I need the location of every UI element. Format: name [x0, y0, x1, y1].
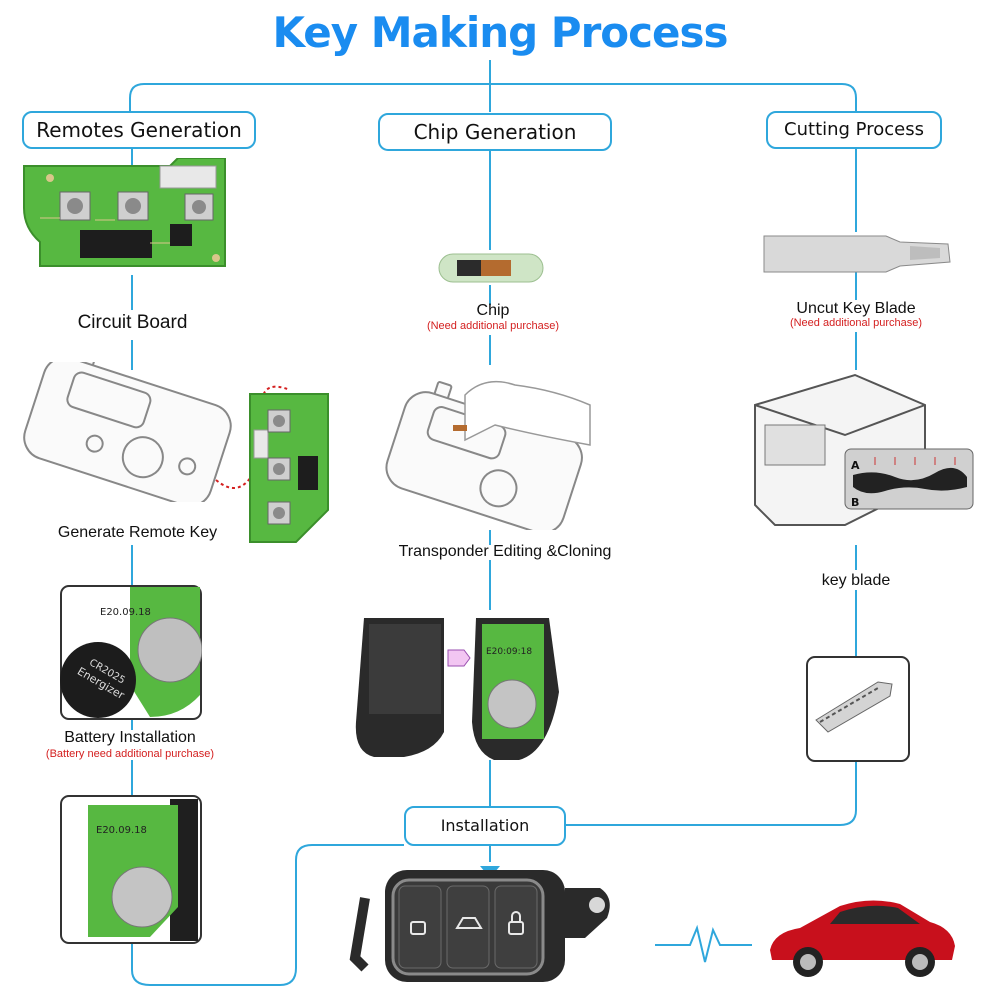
chip-programmer-device [385, 380, 591, 530]
circuit-board-image [23, 158, 226, 267]
unlock-icon [410, 921, 426, 935]
remotes-line [131, 148, 404, 986]
red-car-image [770, 900, 955, 977]
circuit-board-label: Circuit Board [77, 312, 188, 333]
cut-track-a-label: A [851, 459, 860, 472]
hand-outline [464, 380, 591, 446]
chip-generation-header: Chip Generation [378, 113, 612, 151]
lock-icon [508, 921, 524, 935]
battery-installation-photo: E20.09.18 CR2025 Energizer [60, 585, 202, 720]
uncut-key-blade-image [763, 235, 951, 273]
open-key-shell-image: E20:09:18 [355, 618, 559, 760]
uncut-key-blade-label: Uncut Key Blade [796, 300, 916, 317]
cut-key-blade-photo [806, 656, 910, 762]
battery-purchase-note: (Battery need additional purchase) [45, 748, 215, 760]
uncut-blade-purchase-note: (Need additional purchase) [789, 317, 923, 329]
transponder-chip-image [438, 253, 544, 283]
signal-wave [655, 924, 752, 963]
key-cutting-machine: A B [754, 373, 974, 526]
board-code-text: E20.09.18 [100, 607, 151, 618]
chip-purchase-note: (Need additional purchase) [426, 320, 560, 332]
remote-pcb-image [249, 393, 329, 543]
shell-board-code-text: E20:09:18 [486, 647, 532, 657]
chip-label: Chip [476, 302, 510, 319]
installed-board-photo: E20.09.18 [60, 795, 202, 944]
page-title: Key Making Process [272, 8, 728, 57]
key-programmer-device [23, 362, 232, 502]
top-branch [129, 83, 857, 112]
pointing-hand-icon [447, 649, 471, 667]
remotes-generation-header: Remotes Generation [22, 111, 256, 149]
cut-track-b-label: B [851, 496, 859, 509]
trunk-icon [455, 917, 483, 929]
battery-installation-label: Battery Installation [64, 729, 196, 746]
installed-board-code-text: E20.09.18 [96, 825, 147, 836]
transponder-editing-label: Transponder Editing &Cloning [398, 543, 612, 560]
cutting-line [566, 148, 857, 826]
generate-remote-key-label: Generate Remote Key [57, 524, 218, 541]
cutting-process-header: Cutting Process [766, 111, 942, 149]
key-blade-label: key blade [821, 572, 891, 589]
installation-box: Installation [404, 806, 566, 846]
cutting-profile-panel [844, 448, 974, 510]
flip-key-remote [349, 870, 610, 982]
